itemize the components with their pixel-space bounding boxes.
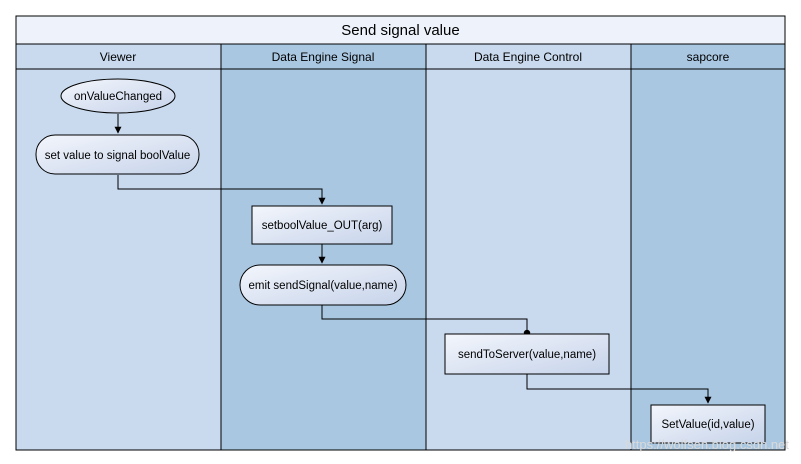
node-label-send-to-server: sendToServer(value,name) xyxy=(458,349,596,361)
watermark-text: https://wolfsen.blog.csdn.net xyxy=(625,437,789,452)
node-shape-send-to-server xyxy=(444,333,610,375)
edge-setvalue-to-setboolvalueout xyxy=(117,175,326,205)
lane-header-sapcore xyxy=(630,43,786,70)
node-setbool-value-out: setboolValue_OUT(arg) xyxy=(251,205,393,245)
lane-label-sapcore: sapcore xyxy=(687,50,730,64)
node-set-value: set value to signal boolValue xyxy=(35,134,200,175)
node-set-value-id: SetValue(id,value) xyxy=(650,404,766,444)
edge-emitsendsignal-to-sendtoserver xyxy=(321,305,528,333)
node-shape-set-value-id xyxy=(650,404,766,444)
edges xyxy=(114,114,712,404)
node-label-emit-send-signal: emit sendSignal(value,name) xyxy=(249,280,398,292)
node-shape-set-value xyxy=(35,134,200,175)
node-send-to-server: sendToServer(value,name) xyxy=(444,333,610,375)
node-emit-send-signal: emit sendSignal(value,name) xyxy=(239,264,407,306)
node-on-value-changed: onValueChanged xyxy=(60,78,176,114)
edge-sendtoserver-to-setvalueid xyxy=(526,374,712,404)
lane-label-data-engine-signal: Data Engine Signal xyxy=(272,50,375,64)
lane-header-data-engine-signal xyxy=(220,43,427,70)
lane-data-engine-control xyxy=(425,68,632,451)
lane-label-data-engine-control: Data Engine Control xyxy=(474,50,582,64)
node-label-set-value: set value to signal boolValue xyxy=(45,150,191,162)
node-shape-setbool-value-out xyxy=(251,205,393,245)
node-shape-on-value-changed xyxy=(60,78,176,114)
lane-label-viewer: Viewer xyxy=(100,50,136,64)
lane-header-data-engine-control xyxy=(425,43,632,70)
node-label-setbool-value-out: setboolValue_OUT(arg) xyxy=(262,220,383,232)
node-label-on-value-changed: onValueChanged xyxy=(74,91,162,103)
node-shape-emit-send-signal xyxy=(239,264,407,306)
diagram-title: Send signal value xyxy=(341,22,459,39)
lane-data-engine-signal xyxy=(220,68,427,451)
title-bar xyxy=(15,15,786,45)
node-label-set-value-id: SetValue(id,value) xyxy=(661,419,754,431)
